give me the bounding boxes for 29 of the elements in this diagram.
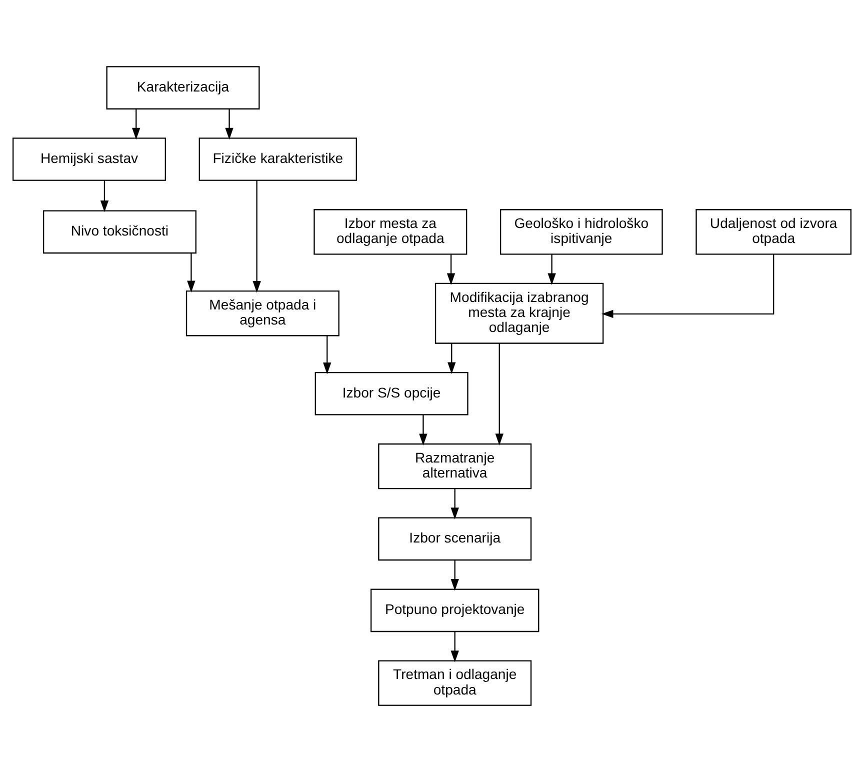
arrow: [602, 254, 774, 318]
node-box: Mešanje otpada i agensa: [186, 290, 340, 336]
arrow: [448, 343, 456, 374]
node-box: Izbor mesta za odlaganje otpada: [314, 209, 468, 255]
arrow: [450, 632, 459, 662]
arrow: [323, 336, 332, 374]
arrow: [187, 253, 196, 292]
arrow: [132, 109, 140, 140]
arrow: [548, 254, 556, 285]
node-box: Fizičke karakteristike: [198, 138, 357, 181]
arrow: [100, 180, 109, 212]
node-box: Potpuno projektovanje: [370, 588, 540, 632]
arrow: [225, 109, 234, 140]
node-box: Tretman i odlaganje otpada: [378, 660, 532, 706]
node-box: Razmatranje alternativa: [378, 443, 532, 490]
arrow: [495, 344, 504, 446]
arrow: [450, 560, 459, 591]
arrow: [419, 415, 428, 446]
arrow: [252, 180, 261, 293]
node-box: Karakterizacija: [106, 66, 260, 110]
arrow: [446, 254, 456, 285]
node-box: Izbor scenarija: [378, 517, 532, 561]
arrow: [450, 488, 459, 520]
node-box: Hemijski sastav: [12, 138, 166, 181]
node-box: Izbor S/S opcije: [314, 372, 468, 416]
node-box: Geološko i hidrološko ispitivanje: [500, 209, 663, 255]
node-box: Nivo toksičnosti: [42, 210, 196, 254]
node-box: Modifikacija izabranog mesta za krajnje odlaganje: [434, 282, 604, 344]
node-box: Udaljenost od izvora otpada: [696, 209, 852, 255]
